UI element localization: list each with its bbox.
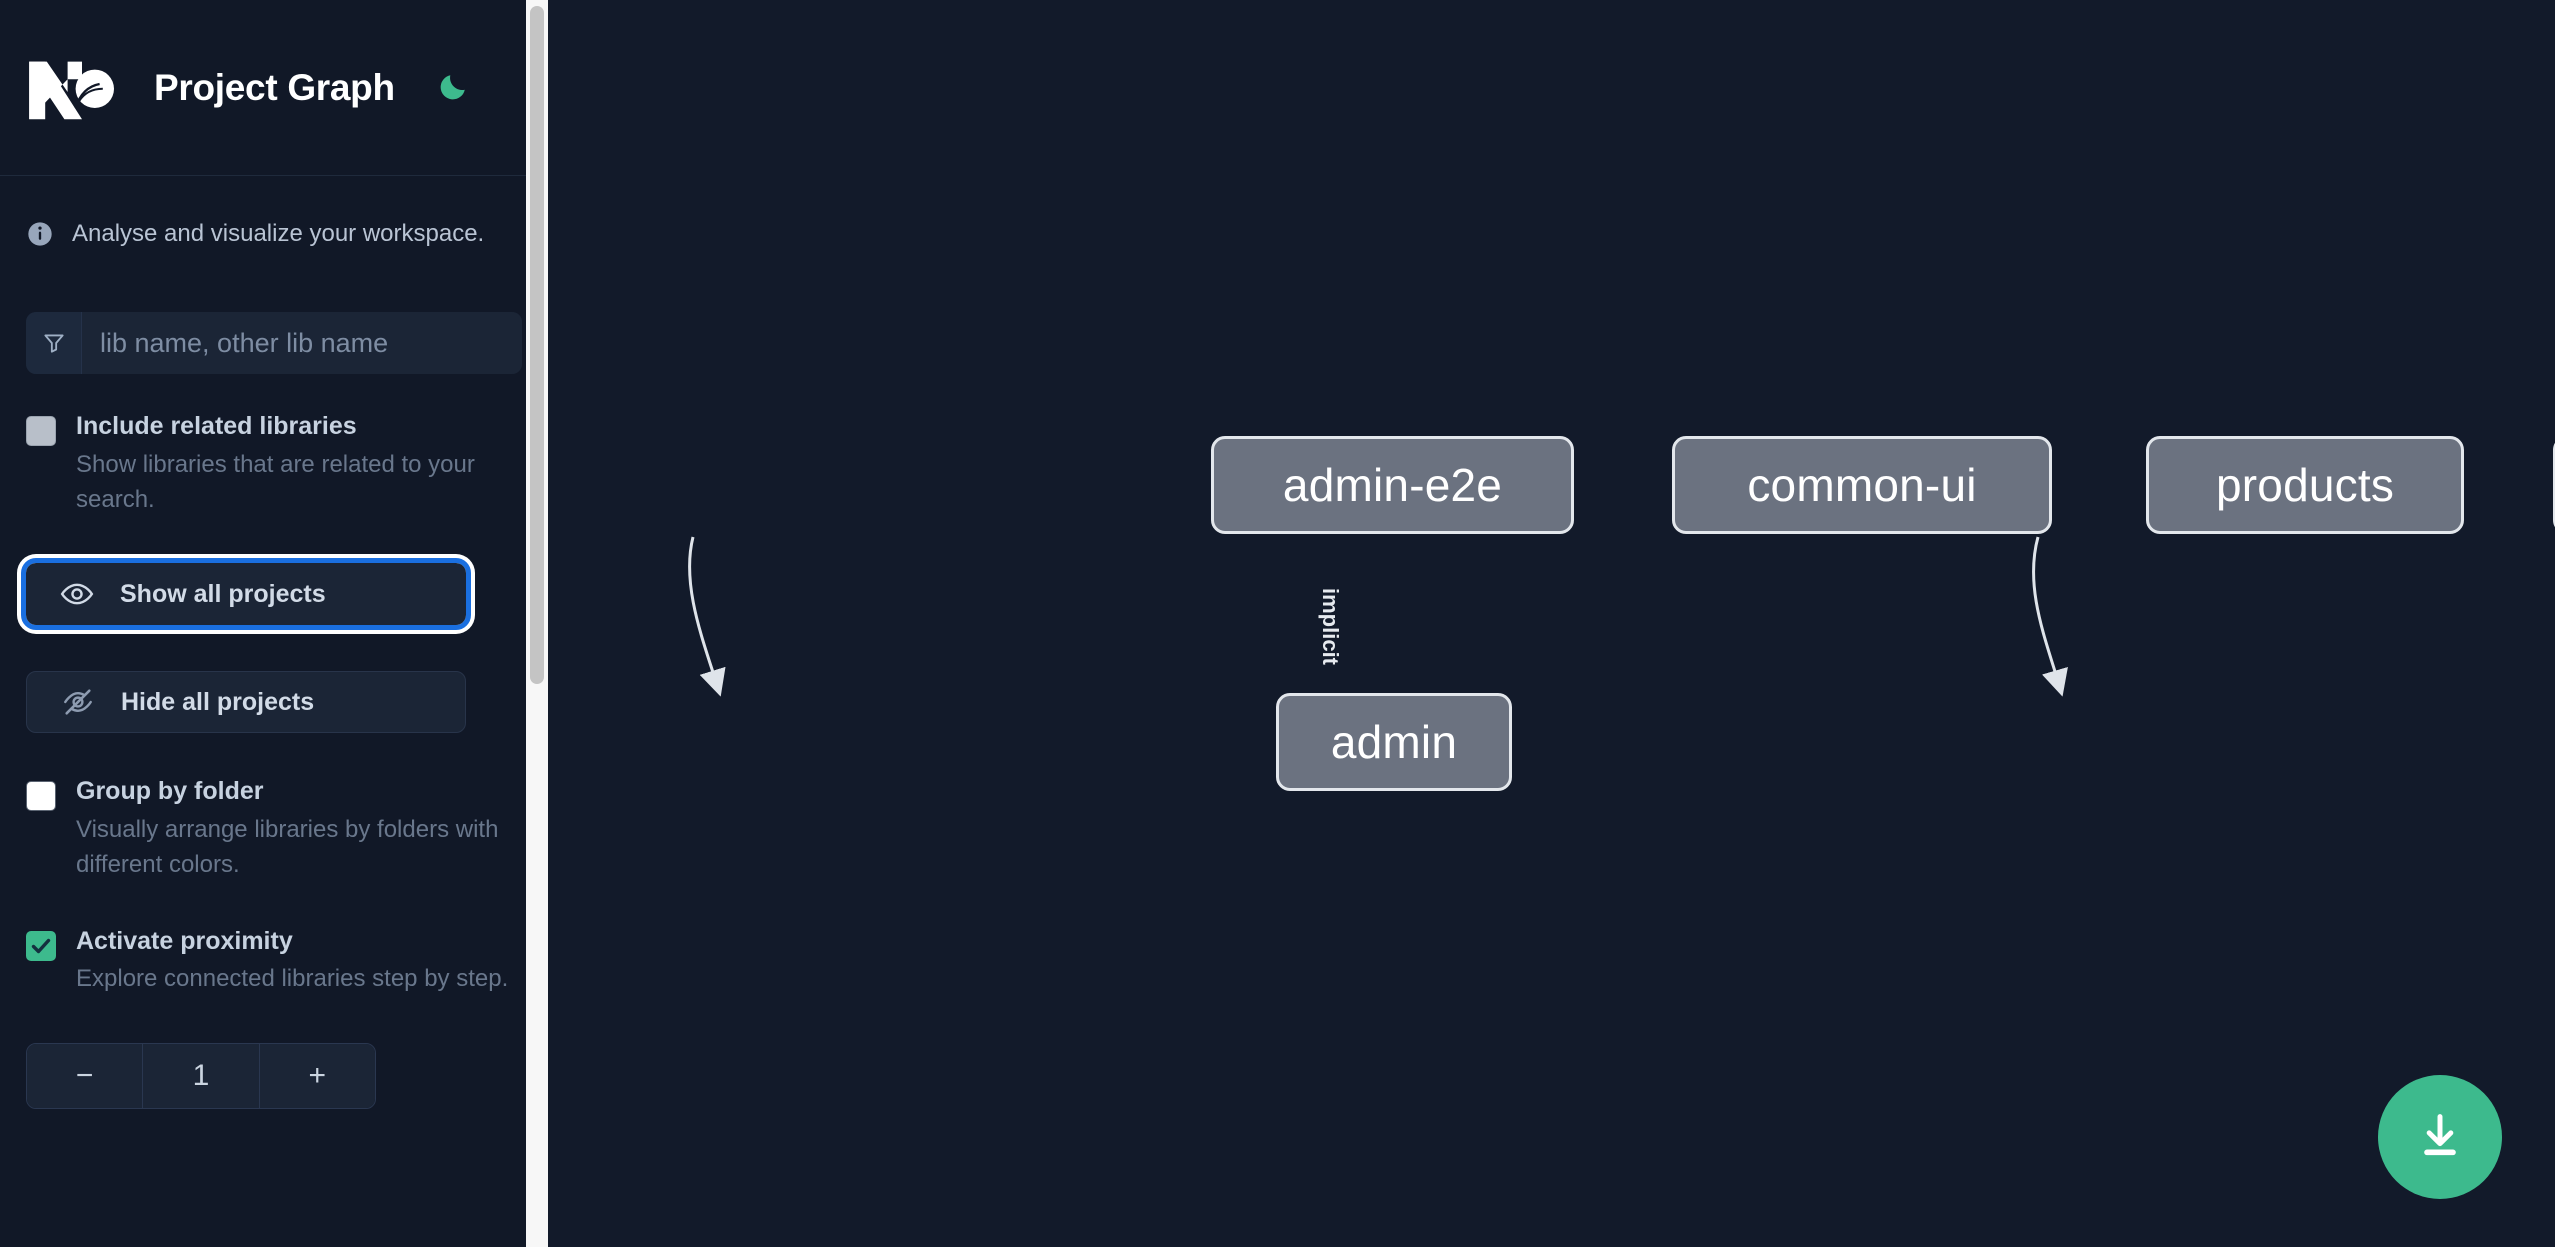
group-by-folder-checkbox[interactable] — [26, 781, 56, 812]
graph-node-label: admin — [1330, 716, 1458, 768]
moon-icon[interactable] — [431, 67, 473, 109]
page-title: Project Graph — [154, 66, 395, 108]
hide-all-projects-button[interactable]: Hide all projects — [26, 671, 466, 734]
graph-node-label: admin-e2e — [1282, 459, 1503, 511]
option-group-by-folder[interactable]: Group by folder Visually arrange librari… — [26, 775, 522, 882]
download-graph-button[interactable] — [2378, 1075, 2502, 1199]
funnel-icon — [26, 312, 82, 374]
sidebar-scrollbar-thumb[interactable] — [530, 6, 544, 684]
hide-all-projects-label: Hide all projects — [121, 687, 315, 716]
graph-node-label: products — [2215, 459, 2395, 511]
proximity-stepper[interactable]: − 1 + — [26, 1043, 376, 1110]
graph-node-label: common-ui — [1747, 459, 1977, 511]
activate-proximity-checkbox[interactable] — [26, 930, 56, 961]
workspace-info-text: Analyse and visualize your workspace. — [72, 220, 485, 247]
option-include-related-libraries[interactable]: Include related libraries Show libraries… — [26, 410, 522, 517]
include-related-libraries-checkbox[interactable] — [26, 416, 56, 446]
nx-logo-icon — [26, 52, 122, 124]
download-icon — [2414, 1109, 2466, 1166]
include-related-libraries-description: Show libraries that are related to your … — [76, 450, 475, 513]
show-all-projects-label: Show all projects — [120, 579, 326, 608]
option-activate-proximity[interactable]: Activate proximity Explore connected lib… — [26, 925, 522, 998]
graph-node-products[interactable]: products — [2146, 436, 2464, 534]
graph-node-admin[interactable]: admin — [1276, 693, 1512, 791]
proximity-increment-button[interactable]: + — [258, 1044, 375, 1109]
activate-proximity-label: Activate proximity — [76, 926, 293, 955]
group-by-folder-label: Group by folder — [76, 777, 264, 806]
graph-edges — [688, 536, 2068, 697]
graph-node-common-ui[interactable]: common-ui — [1672, 436, 2052, 534]
workspace-info: Analyse and visualize your workspace. — [26, 176, 522, 258]
proximity-value: 1 — [142, 1044, 259, 1109]
search-input[interactable] — [82, 312, 522, 374]
sidebar-body: Analyse and visualize your workspace. In… — [0, 176, 548, 1110]
eye-icon — [60, 577, 94, 611]
sidebar-scrollbar[interactable] — [526, 0, 548, 1247]
proximity-decrement-button[interactable]: − — [27, 1044, 143, 1109]
include-related-libraries-label: Include related libraries — [76, 412, 357, 440]
sidebar: Project Graph Analyse and visualize your… — [0, 0, 548, 1247]
activate-proximity-description: Explore connected libraries step by step… — [76, 965, 509, 993]
eye-off-icon — [61, 685, 95, 719]
info-circle-icon — [26, 220, 54, 248]
graph-node-admin-e2e[interactable]: admin-e2e — [1211, 436, 1574, 534]
sidebar-header: Project Graph — [0, 0, 548, 176]
filter-field[interactable] — [26, 312, 522, 374]
show-all-projects-button[interactable]: Show all projects — [21, 558, 471, 631]
group-by-folder-description: Visually arrange libraries by folders wi… — [76, 816, 499, 878]
graph-canvas[interactable]: admin-e2e common-ui products store-e2e a… — [548, 0, 2555, 1247]
